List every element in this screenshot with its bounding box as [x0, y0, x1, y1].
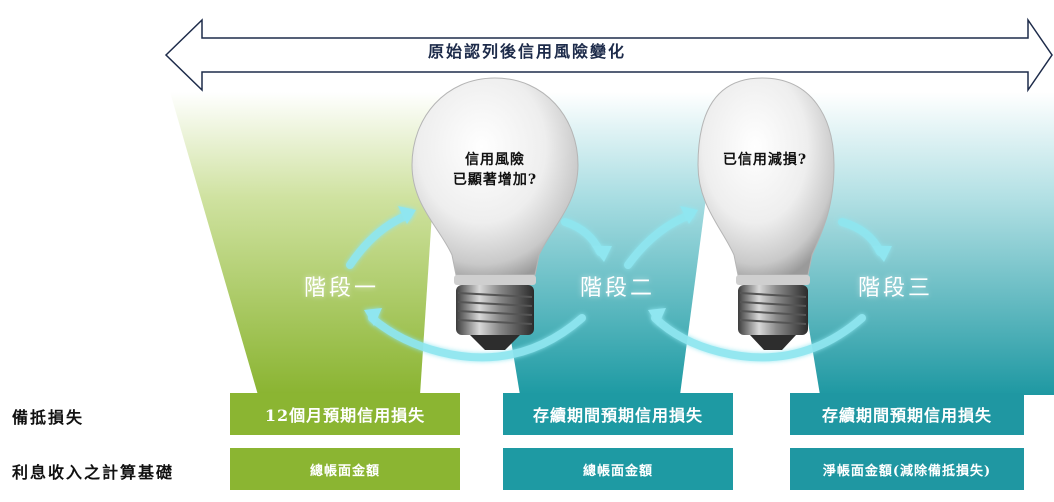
stage1-beam: [170, 92, 440, 395]
banner-double-arrow: [164, 17, 1053, 93]
stage3-interest-box: 淨帳面金額(減除備抵損失): [790, 448, 1024, 490]
arrowhead-2: [592, 246, 612, 262]
stage1-allowance-box: 12個月預期信用損失: [230, 393, 460, 435]
arrow-up-stage1: [346, 211, 412, 269]
arrowhead-3: [680, 206, 698, 224]
arrowhead-1: [398, 206, 416, 224]
arrowhead-4: [872, 246, 892, 262]
stage3-beam: [770, 92, 1054, 395]
stage1-interest-box: 總帳面金額: [230, 448, 460, 490]
arrow-back-to-stage1: [368, 314, 586, 362]
arrow-back-to-stage2: [651, 314, 866, 362]
bulb2-question: 已信用減損?: [700, 150, 830, 170]
bulb2-question-line1: 已信用減損?: [722, 152, 808, 168]
stage1-label: 階段一: [304, 276, 380, 301]
lightbulb-icon: [697, 77, 835, 350]
bulb1-question: 信用風險 已顯著增加?: [420, 150, 570, 190]
bulb1-question-line1: 信用風險: [465, 152, 525, 168]
arrowhead-5: [364, 308, 382, 326]
stage3-label: 階段三: [858, 276, 934, 301]
stage2-interest-box: 總帳面金額: [503, 448, 733, 490]
interest-row-label: 利息收入之計算基礎: [12, 463, 175, 482]
allowance-row-label: 備抵損失: [12, 408, 85, 427]
lightbulb-icon: [411, 77, 579, 350]
arrowhead-6: [648, 308, 666, 326]
stage2-allowance-box: 存續期間預期信用損失: [503, 393, 733, 435]
stage2-label: 階段二: [580, 276, 656, 301]
bulb1-question-line2: 已顯著增加?: [452, 172, 538, 188]
banner-title: 原始認列後信用風險變化: [427, 42, 626, 61]
arrow-up-stage2: [624, 211, 694, 269]
stage3-allowance-box: 存續期間預期信用損失: [790, 393, 1024, 435]
